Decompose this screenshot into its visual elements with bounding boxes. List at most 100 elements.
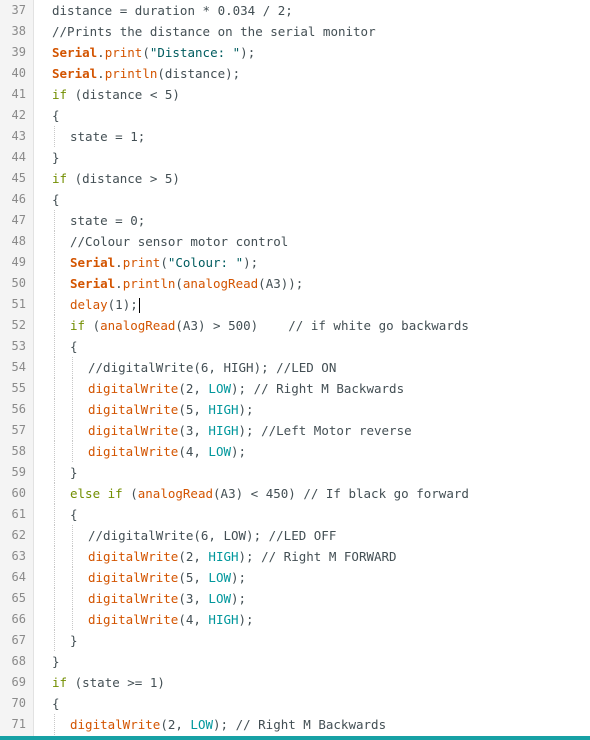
code-line[interactable]: 43 state = 1; xyxy=(0,126,590,147)
line-number: 61 xyxy=(11,507,26,521)
line-number: 55 xyxy=(11,381,26,395)
code-token: Serial xyxy=(52,45,98,60)
code-text: //Prints the distance on the serial moni… xyxy=(52,21,376,42)
code-token: ); xyxy=(238,423,262,438)
code-line[interactable]: 53{ xyxy=(0,336,590,357)
code-text: //digitalWrite(6, LOW); //LED OFF xyxy=(88,525,336,546)
line-number: 43 xyxy=(11,129,26,143)
code-line[interactable]: 70{ xyxy=(0,693,590,714)
code-token: } xyxy=(70,465,78,480)
code-token: ); xyxy=(231,591,247,606)
line-number: 38 xyxy=(11,24,26,38)
line-number: 39 xyxy=(11,45,26,59)
code-text: if (distance < 5) xyxy=(52,84,180,105)
code-token: digitalWrite xyxy=(88,444,179,459)
code-token: LOW xyxy=(190,717,213,732)
code-line[interactable]: 58 digitalWrite(4, LOW); xyxy=(0,441,590,462)
code-line[interactable]: 38 //Prints the distance on the serial mo… xyxy=(0,21,590,42)
code-token: digitalWrite xyxy=(88,549,179,564)
code-token: Serial xyxy=(52,66,98,81)
code-text: { xyxy=(70,336,78,357)
code-line[interactable]: 40 Serial.println(distance); xyxy=(0,63,590,84)
code-token: //Left Motor reverse xyxy=(261,423,412,438)
code-token: ); xyxy=(238,612,254,627)
code-line[interactable]: 39 Serial.print("Distance: "); xyxy=(0,42,590,63)
line-number: 40 xyxy=(11,66,26,80)
code-text: state = 1; xyxy=(70,126,145,147)
code-text: digitalWrite(5, LOW); xyxy=(88,567,246,588)
line-number: 46 xyxy=(11,192,26,206)
code-token: (2, xyxy=(178,381,209,396)
code-token: ); xyxy=(240,45,256,60)
code-token: (A3)); xyxy=(258,276,304,291)
code-line[interactable]: 61{ xyxy=(0,504,590,525)
code-token: . xyxy=(97,45,105,60)
code-line[interactable]: 67} xyxy=(0,630,590,651)
line-number: 50 xyxy=(11,276,26,290)
indent-guide xyxy=(72,525,73,546)
code-line[interactable]: 54//digitalWrite(6, HIGH); //LED ON xyxy=(0,357,590,378)
code-token: if xyxy=(52,675,68,690)
indent-guide xyxy=(54,630,55,651)
code-text: } xyxy=(70,630,78,651)
line-number: 62 xyxy=(11,528,26,542)
code-token: LOW xyxy=(208,444,231,459)
code-token: ); xyxy=(231,444,247,459)
line-number: 58 xyxy=(11,444,26,458)
code-text: digitalWrite(2, LOW); // Right M Backwar… xyxy=(88,378,404,399)
code-text: Serial.println(distance); xyxy=(52,63,240,84)
code-token: //digitalWrite(6, HIGH); //LED ON xyxy=(88,360,337,375)
code-token: digitalWrite xyxy=(88,381,179,396)
code-line[interactable]: 59} xyxy=(0,462,590,483)
indent-guide xyxy=(54,336,55,357)
code-line[interactable]: 62 //digitalWrite(6, LOW); //LED OFF xyxy=(0,525,590,546)
code-line[interactable]: 42{ xyxy=(0,105,590,126)
code-line[interactable]: 46 { xyxy=(0,189,590,210)
code-token: print xyxy=(122,255,161,270)
code-token: } xyxy=(52,654,60,669)
code-token: (A3) > 500) xyxy=(175,318,289,333)
code-token: "Distance: " xyxy=(149,45,241,60)
code-token: { xyxy=(52,192,60,207)
indent-guide xyxy=(54,420,55,441)
code-token: (4, xyxy=(178,444,209,459)
indent-guide xyxy=(72,441,73,462)
code-line[interactable]: 55 digitalWrite(2, LOW); // Right M Backw… xyxy=(0,378,590,399)
code-token: distance = duration * 0.034 / 2; xyxy=(52,3,293,18)
indent-guide xyxy=(54,525,55,546)
code-line[interactable]: 68} xyxy=(0,651,590,672)
code-token: ( xyxy=(85,318,101,333)
indent-guide xyxy=(72,399,73,420)
code-token: //Colour sensor motor control xyxy=(70,234,289,249)
code-token: delay xyxy=(70,297,108,312)
line-number: 60 xyxy=(11,486,26,500)
code-line[interactable]: 48//Colour sensor motor control xyxy=(0,231,590,252)
code-line[interactable]: 44} xyxy=(0,147,590,168)
line-number: 70 xyxy=(11,696,26,710)
code-text: Serial.print("Distance: "); xyxy=(52,42,255,63)
code-token: HIGH xyxy=(208,549,239,564)
code-token: (3, xyxy=(178,423,209,438)
code-token: analogRead xyxy=(182,276,259,291)
code-text: } xyxy=(70,462,78,483)
code-token: "Colour: " xyxy=(167,255,244,270)
indent-guide xyxy=(54,546,55,567)
